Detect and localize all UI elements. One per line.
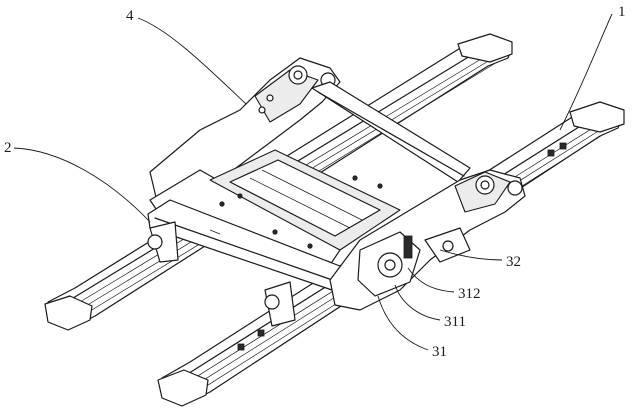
leader-4 (137, 17, 247, 105)
label-4: 4 (126, 8, 134, 24)
leader-1 (559, 13, 613, 131)
label-2: 2 (4, 140, 12, 156)
label-1: 1 (618, 4, 626, 20)
leader-31 (377, 295, 429, 351)
label-311: 311 (444, 314, 466, 330)
leader-2 (13, 147, 151, 223)
leader-311 (394, 284, 441, 321)
reference-numerals: 4 1 2 32 312 311 31 (4, 4, 626, 360)
label-312: 312 (458, 286, 481, 302)
label-31: 31 (432, 344, 447, 360)
leader-32 (439, 249, 503, 261)
label-32: 32 (506, 254, 521, 270)
leader-312 (407, 267, 455, 293)
upper-frame (147, 57, 526, 327)
leader-lines (13, 13, 613, 351)
